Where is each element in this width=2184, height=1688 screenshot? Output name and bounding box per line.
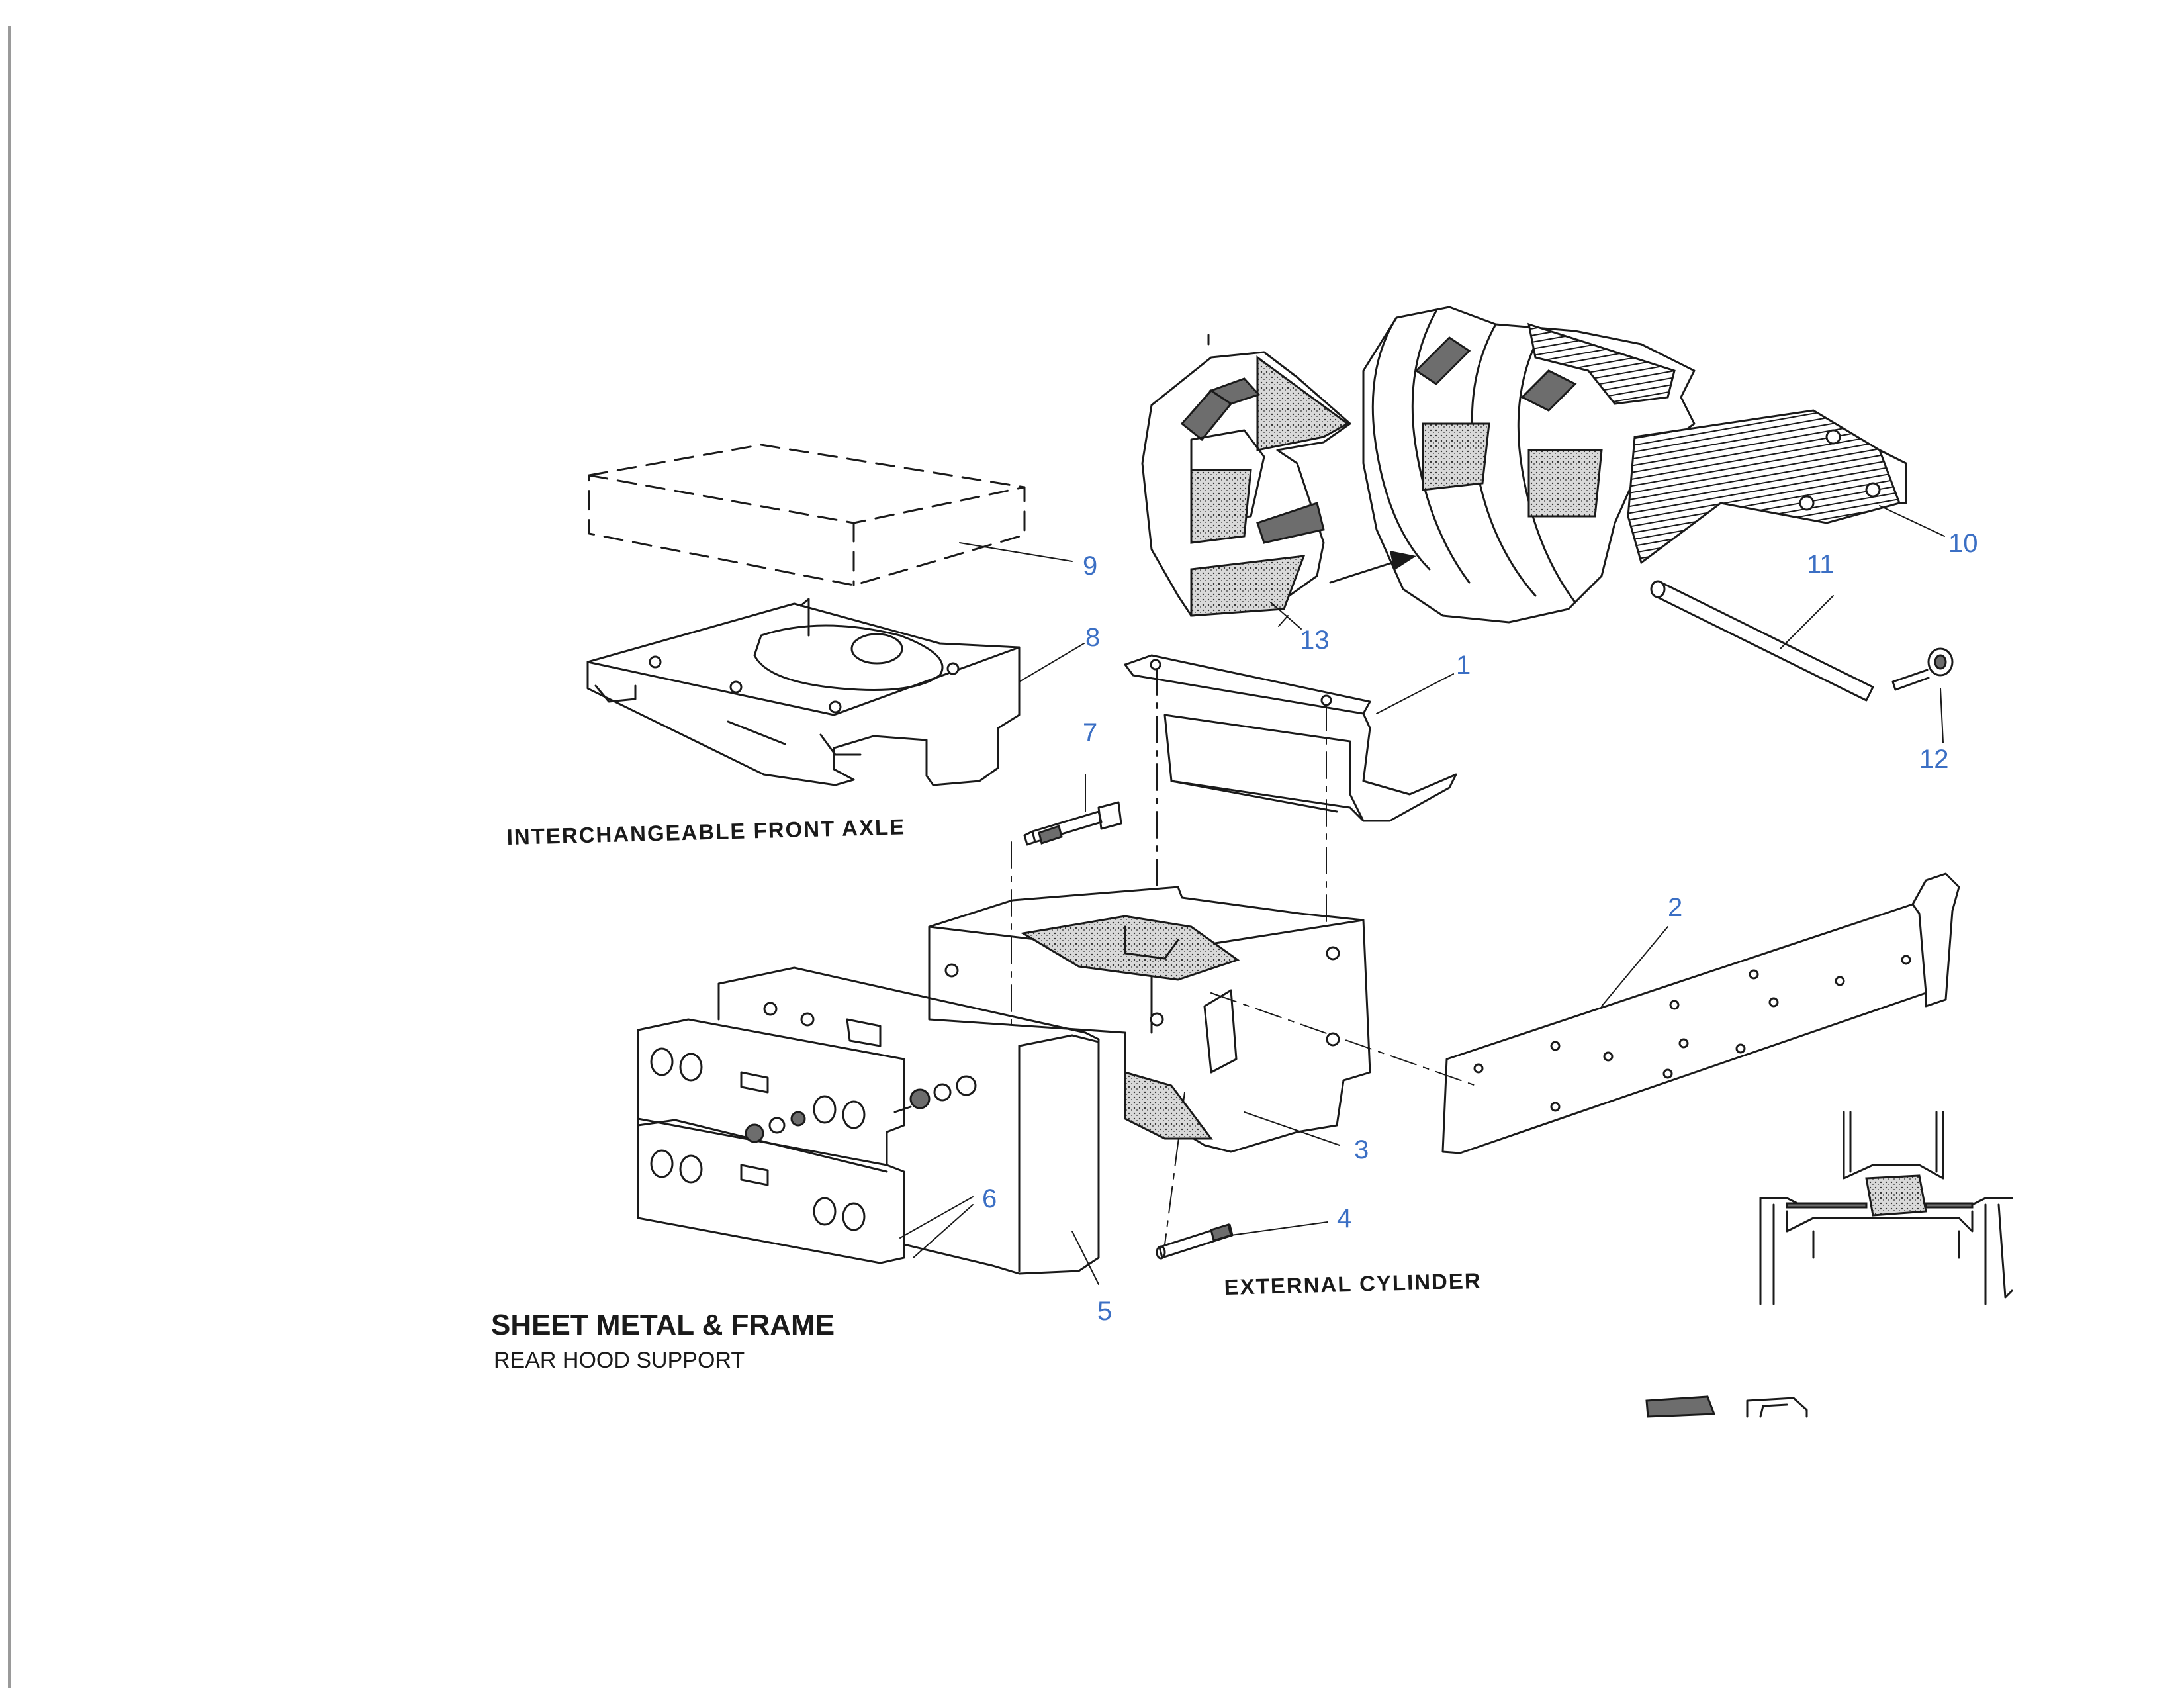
callout-7: 7 (1083, 718, 1097, 747)
part-1-bracket (1124, 654, 1457, 822)
part-10-weight-stack (1362, 306, 1907, 624)
part-12-fastener (1891, 647, 1954, 691)
callout-13: 13 (1300, 626, 1330, 655)
callout-4: 4 (1337, 1204, 1351, 1233)
part-11-rod (1650, 580, 1874, 702)
part-2-side-rail (1441, 872, 1960, 1154)
callout-10: 10 (1948, 529, 1978, 558)
caption-external-cylinder: EXTERNAL CYLINDER (1224, 1268, 1482, 1299)
callout-9: 9 (1083, 551, 1097, 581)
part-3-frame-block (928, 886, 1371, 1153)
part-7-bolt (1023, 801, 1122, 846)
assembly-arrow (1329, 551, 1416, 584)
part-9-pad (588, 444, 1026, 586)
callout-6: 6 (982, 1184, 997, 1213)
caption-title: SHEET METAL & FRAME (491, 1309, 835, 1341)
callout-8: 8 (1085, 623, 1100, 652)
part-4-stud (1156, 1223, 1234, 1260)
callout-1: 1 (1456, 651, 1471, 680)
callouts: 1 2 3 4 5 6 7 8 9 10 11 12 13 (982, 529, 1978, 1326)
callout-5: 5 (1097, 1297, 1112, 1326)
part-8-support-plate (586, 598, 1021, 786)
part-13-counterweight (1141, 334, 1351, 617)
caption-front-axle: INTERCHANGEABLE FRONT AXLE (506, 814, 905, 849)
callout-12: 12 (1919, 745, 1949, 774)
cropped-fragments (1645, 1395, 1808, 1418)
captions: INTERCHANGEABLE FRONT AXLE EXTERNAL CYLI… (491, 814, 1482, 1373)
detail-inset (1759, 1111, 2013, 1305)
callout-2: 2 (1668, 893, 1682, 922)
callout-3: 3 (1354, 1135, 1369, 1164)
caption-subtitle: REAR HOOD SUPPORT (494, 1348, 745, 1373)
part-5-weight-block (717, 966, 1100, 1275)
callout-11: 11 (1807, 550, 1835, 579)
part-6-weight-plates (637, 1018, 977, 1264)
leader-lines (899, 505, 1945, 1285)
